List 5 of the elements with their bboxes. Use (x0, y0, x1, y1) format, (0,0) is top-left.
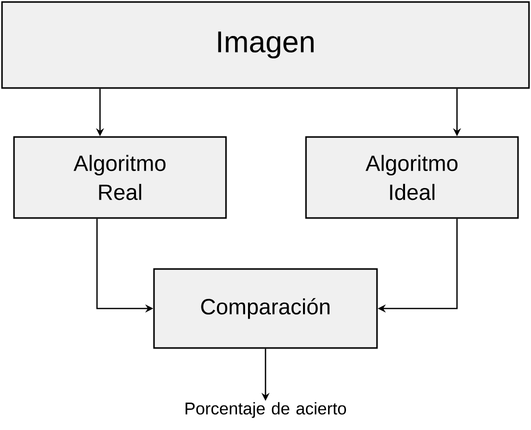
process-box: Imagen (1, 1, 530, 89)
process-box: Algoritmo Ideal (305, 136, 519, 219)
process-box: Comparación (153, 268, 378, 349)
output-text: Porcentaje de acierto (186, 402, 346, 418)
process-box: Algoritmo Real (13, 136, 227, 219)
